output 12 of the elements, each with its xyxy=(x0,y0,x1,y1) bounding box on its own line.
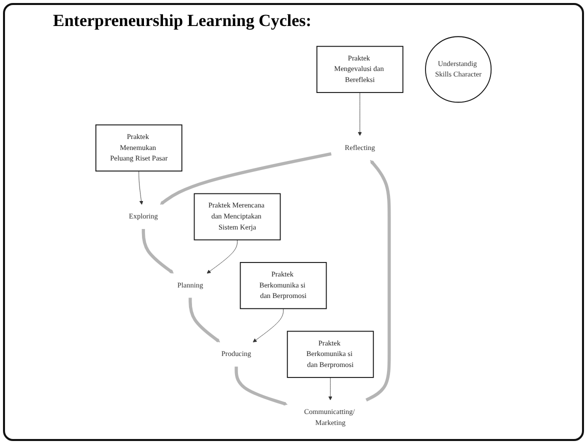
node-box xyxy=(286,330,374,378)
node-box xyxy=(95,124,182,172)
node-box xyxy=(316,46,404,93)
arrow xyxy=(234,366,288,406)
node-box xyxy=(194,193,281,240)
arrow xyxy=(160,152,332,205)
arrow xyxy=(366,160,391,402)
diagram-title: Enterpreneurship Learning Cycles: xyxy=(53,11,312,31)
arrow xyxy=(188,298,220,342)
node-box xyxy=(240,262,327,310)
node-circle xyxy=(425,36,492,103)
arrow xyxy=(142,228,174,274)
